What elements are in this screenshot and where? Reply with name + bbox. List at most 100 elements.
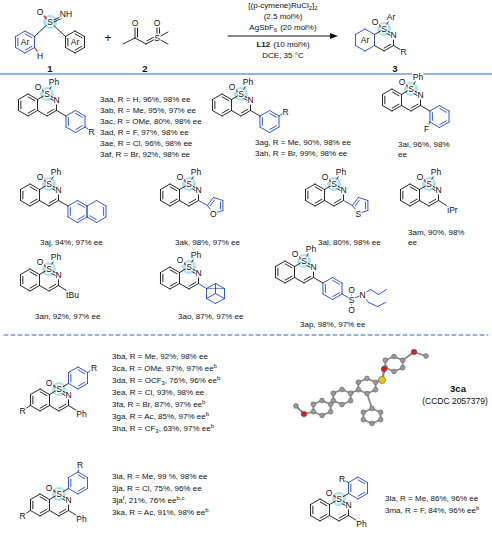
caption-line: 3la, R = Me, 86%, 96% ee	[385, 494, 478, 504]
compound-caption: 3aa, R = H, 96%, 98% ee	[100, 95, 191, 105]
bond-line	[339, 514, 346, 518]
crystal-atom	[311, 402, 316, 407]
bond-line	[310, 516, 320, 522]
bond-line	[279, 116, 280, 127]
sulfur-highlight	[182, 177, 196, 191]
bond-line	[224, 289, 225, 299]
compound-caption: 3am, 90%, 98% ee	[408, 228, 464, 247]
bond-line	[28, 94, 38, 100]
bond-line	[220, 202, 221, 209]
atom-label: S	[301, 257, 308, 266]
caption-line: 3ja, R = Cl, 75%, 96% ee	[112, 484, 202, 494]
crystal-atom	[356, 380, 361, 385]
bond-line	[30, 494, 40, 500]
bond-line	[439, 201, 447, 206]
atom-label: Ph	[335, 168, 346, 177]
compound-caption: 3ha, R = CF	[112, 424, 155, 434]
bond-line	[30, 201, 40, 207]
bond-line	[429, 111, 430, 122]
bond-line	[216, 299, 225, 304]
atom-label: Ph	[50, 168, 61, 177]
bond-line	[329, 505, 330, 516]
crystal-atom	[383, 358, 388, 363]
bond-line	[30, 199, 37, 203]
crystal-atom	[348, 398, 353, 403]
caption-line: 3aj, 94%, 97% ee	[40, 238, 103, 248]
bond-line	[344, 201, 353, 206]
compound-number: 3ca	[450, 384, 467, 393]
bond-line	[20, 269, 30, 275]
crystal-atom	[365, 376, 370, 381]
compound-caption: 3ma, R = F, 84%, 96% ee	[385, 506, 476, 516]
compound-caption: 3ak, 98%, 97% ee	[175, 238, 240, 248]
bond-line	[40, 389, 50, 395]
bond-line	[382, 106, 392, 112]
bond-line	[189, 284, 199, 290]
compound-caption: 3ae, R = Cl, 96%, 98% ee	[100, 139, 192, 149]
atom-label: O	[416, 173, 424, 182]
bond-line	[32, 501, 33, 509]
bond-line	[310, 499, 320, 505]
bond-line	[86, 206, 87, 217]
bond-line	[87, 217, 97, 223]
bond-line	[15, 48, 25, 54]
bond-line	[78, 201, 88, 207]
bond-line	[212, 94, 222, 100]
superscript: f	[123, 493, 125, 503]
bond-line	[222, 201, 223, 211]
bond-line	[401, 95, 402, 106]
bond-line	[20, 275, 21, 286]
bond-line	[170, 187, 177, 191]
bond-line	[216, 294, 225, 299]
atom-label: O	[210, 209, 218, 218]
atom-label: N	[310, 262, 317, 271]
atom-label: S	[154, 34, 161, 43]
crystal-atom	[320, 413, 325, 418]
bond-line	[78, 489, 88, 495]
bond-line	[384, 46, 394, 52]
bond-line	[50, 511, 60, 517]
bond-line	[20, 101, 21, 109]
bond-line	[160, 267, 170, 273]
superscript: b	[202, 397, 205, 407]
caption-part: (20 mol%)	[280, 23, 316, 33]
bond-line	[67, 38, 68, 46]
crystal-atom	[328, 409, 333, 414]
bond-line	[49, 395, 50, 406]
atom-label: N	[65, 390, 72, 399]
bond-line	[68, 489, 78, 495]
bond-line	[75, 48, 85, 54]
bond-line	[50, 406, 60, 412]
superscript: b	[211, 421, 214, 431]
caption-line: 3ah, R = Br, 99%, 98% ee	[255, 149, 347, 159]
crystal-atom	[411, 349, 417, 355]
compound-caption: 3al, 80%, 98% ee	[318, 238, 381, 248]
atom-label: N	[435, 185, 442, 194]
bond-line	[170, 199, 177, 203]
atom-label: iPr	[447, 205, 458, 214]
bond-line	[179, 273, 180, 284]
bond-line	[123, 38, 135, 44]
atom-label: Ar	[360, 36, 370, 45]
bond-line	[170, 201, 180, 207]
bond-line	[47, 109, 54, 113]
bond-line	[320, 502, 327, 506]
bond-line	[358, 492, 365, 496]
caption-line: 3ma, R = F, 84%, 96% eeb	[385, 506, 479, 516]
atom-label: Ph	[412, 73, 423, 82]
bond-line	[440, 106, 450, 112]
caption-line: DCE, 35 °C	[262, 51, 303, 61]
bond-line	[22, 191, 23, 199]
bond-line	[18, 100, 19, 111]
caption-line: 3aa, R = H, 96%, 98% ee	[100, 95, 191, 105]
atom-label: Ph	[356, 519, 367, 528]
atom-label: O	[34, 83, 42, 92]
dashed-separator	[4, 335, 488, 336]
caption-line: 3ha, R = CF3, 63%, 97% eeb	[112, 424, 214, 434]
caption-line: 3ad, R = F, 97%, 98% ee	[100, 128, 189, 138]
bond-line	[333, 293, 340, 297]
atom-label: O	[325, 489, 333, 498]
bond-line	[429, 199, 436, 203]
bond-line	[304, 276, 311, 280]
crystal-atom	[348, 391, 353, 396]
